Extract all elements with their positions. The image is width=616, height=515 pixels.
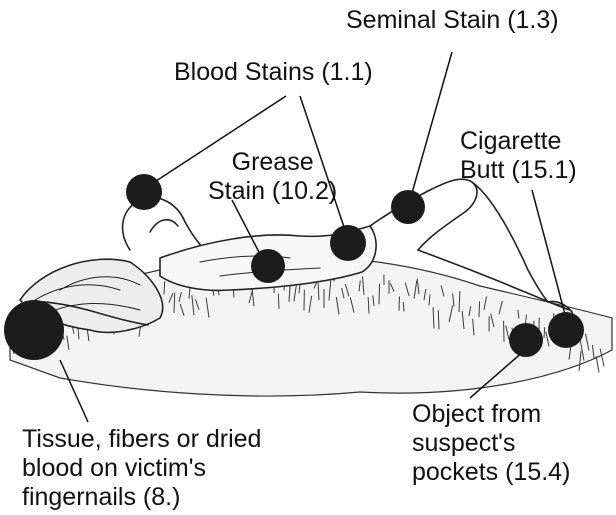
label-line: Cigarette <box>460 127 577 156</box>
label-line: Butt (15.1) <box>460 156 577 185</box>
label-line: fingernails (8.) <box>22 483 261 512</box>
label-line: Blood Stains (1.1) <box>174 58 373 87</box>
label-seminal-stain: Seminal Stain (1.3) <box>346 6 559 35</box>
label-line: Tissue, fibers or dried <box>22 425 261 454</box>
leader-line-seminal <box>410 52 452 200</box>
grass-blade <box>164 281 165 294</box>
label-line: Grease <box>208 148 337 177</box>
label-line: Object from <box>412 400 570 429</box>
grass-blade <box>479 301 480 317</box>
label-line: suspect's <box>412 429 570 458</box>
lower-leg <box>472 182 548 302</box>
marker-cigarette <box>548 312 584 348</box>
leader-line-cigarette <box>532 190 566 318</box>
grass-blade <box>544 327 545 338</box>
label-line: pockets (15.4) <box>412 458 570 487</box>
label-fingernails: Tissue, fibers or dried blood on victim'… <box>22 425 261 512</box>
label-blood-stains: Blood Stains (1.1) <box>174 58 373 87</box>
label-grease-stain: Grease Stain (10.2) <box>208 148 337 206</box>
label-object-pockets: Object from suspect's pockets (15.4) <box>412 400 570 487</box>
grass-blade <box>278 294 279 309</box>
grass-blade <box>174 293 175 313</box>
marker-blood-torso <box>330 225 366 261</box>
grass-blade <box>438 310 439 329</box>
label-line: Stain (10.2) <box>208 177 337 206</box>
marker-seminal <box>391 190 425 224</box>
grass-blade <box>596 356 599 372</box>
raised-arm-inner <box>150 220 178 232</box>
marker-grease <box>251 249 285 283</box>
marker-object <box>509 323 543 357</box>
label-cigarette-butt: Cigarette Butt (15.1) <box>460 127 577 185</box>
label-line: blood on victim's <box>22 454 261 483</box>
marker-fingernails <box>4 300 64 360</box>
grass-blade <box>379 284 380 305</box>
marker-blood-arm <box>126 174 162 210</box>
label-line: Seminal Stain (1.3) <box>346 6 559 35</box>
raised-leg <box>370 179 477 250</box>
